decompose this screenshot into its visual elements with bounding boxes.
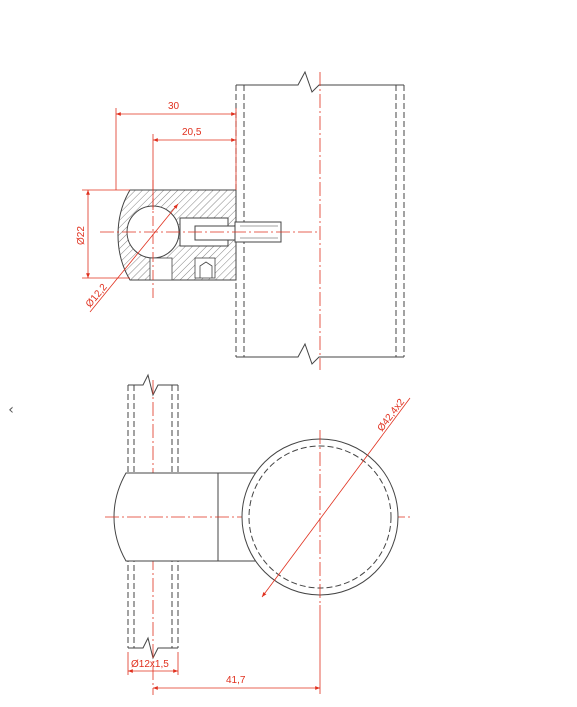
clamp-section (117, 189, 282, 281)
dim-d42-4 (261, 397, 411, 598)
dim-41-7-label: 41,7 (226, 675, 246, 686)
dim-41-7 (153, 605, 321, 694)
dim-d12 (127, 652, 179, 675)
dim-d42-4-label: Ø42,4x2 (376, 397, 408, 434)
dim-d22-label: Ø22 (76, 226, 87, 245)
dim-d12-label: Ø12x1,5 (131, 659, 169, 670)
round-tube (241, 438, 399, 596)
dim-30 (115, 108, 237, 190)
dim-d12-2-label: Ø12,2 (84, 282, 110, 310)
dim-20-5-label: 20,5 (182, 127, 202, 138)
previous-arrow-icon[interactable]: ‹ (8, 402, 14, 418)
top-tube (235, 70, 405, 365)
dim-d12-2 (89, 203, 179, 313)
dim-30-label: 30 (168, 101, 180, 112)
dim-d22 (82, 189, 130, 279)
dim-20-5 (152, 134, 236, 210)
